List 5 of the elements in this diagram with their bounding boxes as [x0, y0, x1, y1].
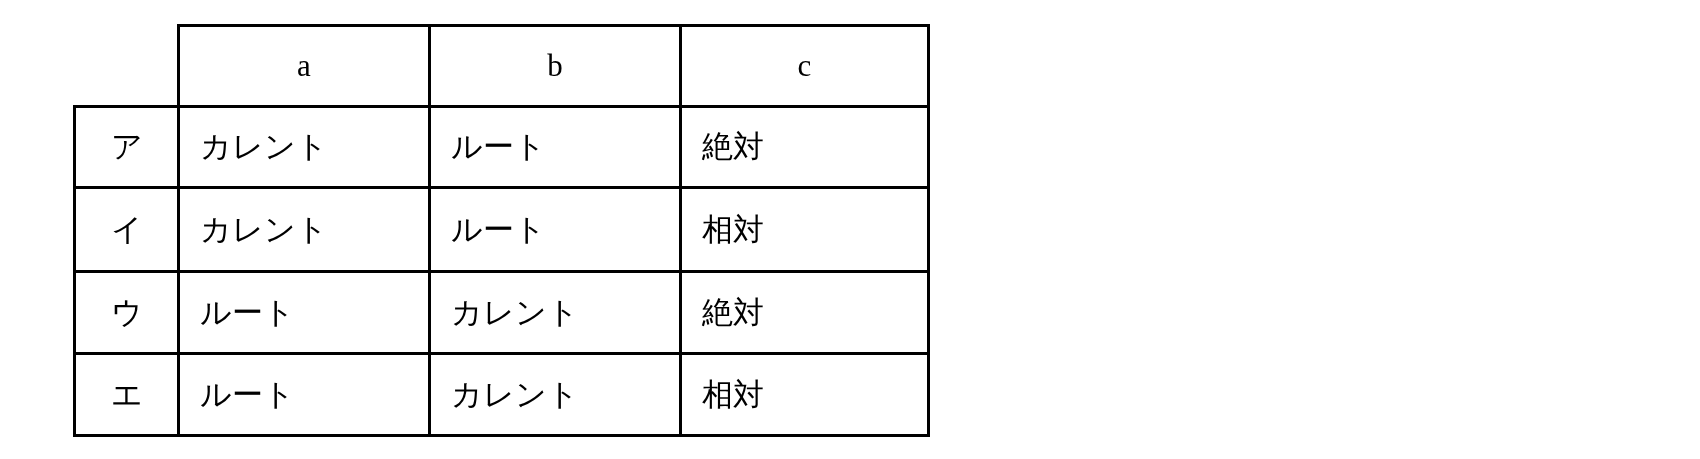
- table-cell: 相対: [679, 352, 930, 437]
- table-cell: ア: [73, 105, 180, 189]
- table-cell: a: [177, 24, 431, 108]
- table-cell: エ: [73, 352, 180, 437]
- table-cell: c: [679, 24, 930, 108]
